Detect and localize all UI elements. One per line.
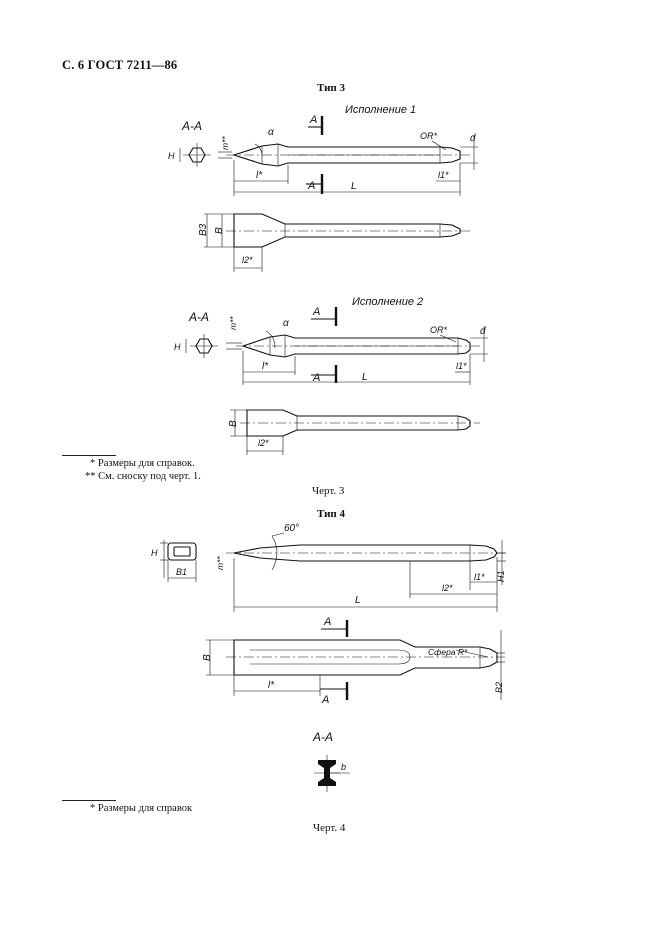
type4-l2: l2*: [442, 583, 453, 593]
type4-B1: B1: [176, 567, 187, 577]
type4-m: m**: [215, 556, 225, 570]
type4-section: [167, 542, 197, 561]
type3-variant1-drawing: Исполнение 1 A-A H m** A α OR* d: [168, 104, 478, 196]
type3-title: Тип 3: [317, 82, 345, 94]
type3-variant2-drawing: Исполнение 2 A-A H m** A α OR* d l* L: [174, 296, 488, 385]
type4-side-view: H B1 m** 60° H1 l1* l2* L: [151, 523, 506, 612]
type3-v1-alpha: α: [268, 127, 274, 138]
chisel-plan-v1: [233, 213, 461, 248]
type4-caption: Черт. 4: [313, 822, 346, 834]
type4-H: H: [151, 548, 158, 558]
type3-v2-alpha: α: [283, 318, 289, 329]
type3-v2-plan-view: B l2*: [228, 409, 480, 455]
type4-angle: 60°: [284, 523, 299, 534]
type3-footnote-2: ** См. сноску под черт. 1.: [85, 471, 201, 482]
type4-L: L: [355, 595, 361, 606]
type3-v2-section-mark-bottom: A: [312, 372, 320, 384]
type4-sphere: Сфера R*: [428, 647, 468, 657]
type3-v2-section-mark-top: A: [312, 306, 320, 318]
type3-v2-m: m**: [228, 316, 238, 330]
type3-v1-section-mark-top: A: [309, 114, 317, 126]
type4-section-mark-bottom: A: [321, 694, 329, 706]
type3-v1-section-label: A-A: [181, 119, 202, 133]
type3-v1-B3: B3: [198, 223, 209, 236]
type3-v2-l: l*: [262, 361, 269, 372]
type3-v2-L: L: [362, 372, 368, 383]
chisel-body-v2: [241, 334, 471, 358]
page-header: С. 6 ГОСТ 7211—86: [62, 58, 178, 72]
type3-footnote-1: * Размеры для справок.: [90, 458, 195, 469]
type3-v1-B: B: [214, 227, 225, 234]
type4-l1: l1*: [474, 572, 485, 582]
type4-l: l*: [268, 680, 275, 691]
footnote-rule-type3: [62, 455, 116, 456]
footnote-rule-type4: [62, 800, 116, 801]
type3-v2-section-label: A-A: [188, 310, 209, 324]
type4-b: b: [341, 762, 346, 772]
type3-v1-L: L: [351, 181, 357, 192]
type3-v2-R: OR*: [430, 325, 448, 335]
type4-B: B: [202, 654, 213, 661]
type4-H1: H1: [496, 570, 506, 582]
type3-v1-section-mark-bottom: A: [307, 180, 315, 192]
type4-B2: B2: [494, 682, 504, 693]
type3-variant1-label: Исполнение 1: [345, 104, 416, 116]
type3-v2-B: B: [228, 420, 239, 427]
type3-variant2-label: Исполнение 2: [352, 296, 423, 308]
type4-footnote: * Размеры для справок: [90, 803, 193, 814]
type4-plan-view: A Сфера R* B B2 l* A: [202, 616, 505, 706]
type3-v1-l: l*: [256, 170, 263, 181]
type4-section-mark-top: A: [323, 616, 331, 628]
type3-v1-plan-view: B3 B l2*: [198, 213, 470, 272]
type3-caption: Черт. 3: [312, 485, 345, 497]
type4-title: Тип 4: [317, 508, 345, 520]
type3-v2-l2: l2*: [258, 438, 269, 448]
type3-v1-R: OR*: [420, 131, 438, 141]
type3-v1-m: m**: [220, 136, 230, 150]
type3-v1-l1: l1*: [438, 170, 449, 180]
type3-v2-l1: l1*: [456, 361, 467, 371]
type4-section-label: A-A: [312, 730, 333, 744]
type3-v2-d: d: [480, 326, 486, 337]
type4-section-aa: A-A b: [312, 730, 350, 792]
type3-v1-d: d: [470, 133, 476, 144]
type3-v1-l2: l2*: [242, 255, 253, 265]
type3-v1-H: H: [168, 151, 175, 161]
chisel-plan-type4: [233, 639, 498, 676]
type3-v2-H: H: [174, 342, 181, 352]
